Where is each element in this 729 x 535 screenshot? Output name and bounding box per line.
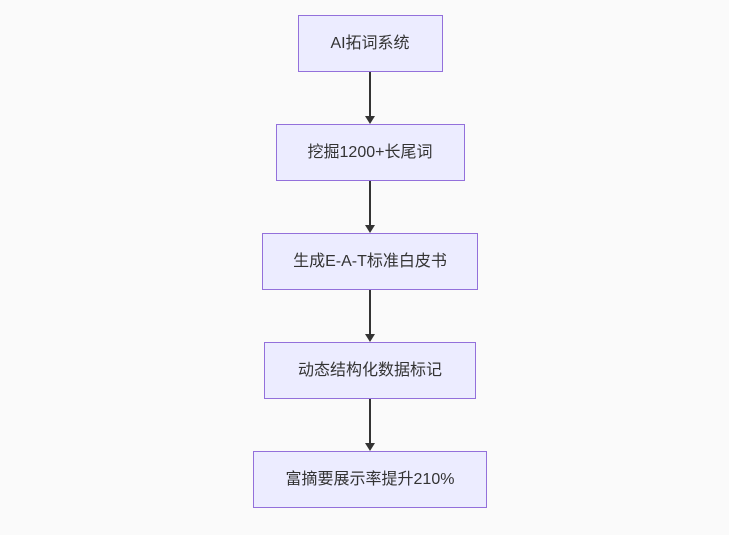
edge-line xyxy=(369,181,371,225)
flow-node-eat-whitepaper: 生成E-A-T标准白皮书 xyxy=(262,233,478,290)
flowchart-column: AI拓词系统 挖掘1200+长尾词 生成E-A-T标准白皮书 动态结构化数据标记… xyxy=(253,15,487,508)
flow-edge-4 xyxy=(365,399,375,451)
flow-node-rich-snippet-rate: 富摘要展示率提升210% xyxy=(253,451,487,508)
flow-node-ai-word-expansion-system: AI拓词系统 xyxy=(297,15,443,72)
flow-edge-2 xyxy=(365,181,375,233)
arrow-down-icon xyxy=(365,334,375,342)
flow-node-longtail-keywords: 挖掘1200+长尾词 xyxy=(275,124,465,181)
flow-edge-3 xyxy=(365,290,375,342)
edge-line xyxy=(369,399,371,443)
arrow-down-icon xyxy=(365,443,375,451)
arrow-down-icon xyxy=(365,116,375,124)
arrow-down-icon xyxy=(365,225,375,233)
edge-line xyxy=(369,72,371,116)
flow-edge-1 xyxy=(365,72,375,124)
flow-node-structured-data-markup: 动态结构化数据标记 xyxy=(264,342,476,399)
edge-line xyxy=(369,290,371,334)
